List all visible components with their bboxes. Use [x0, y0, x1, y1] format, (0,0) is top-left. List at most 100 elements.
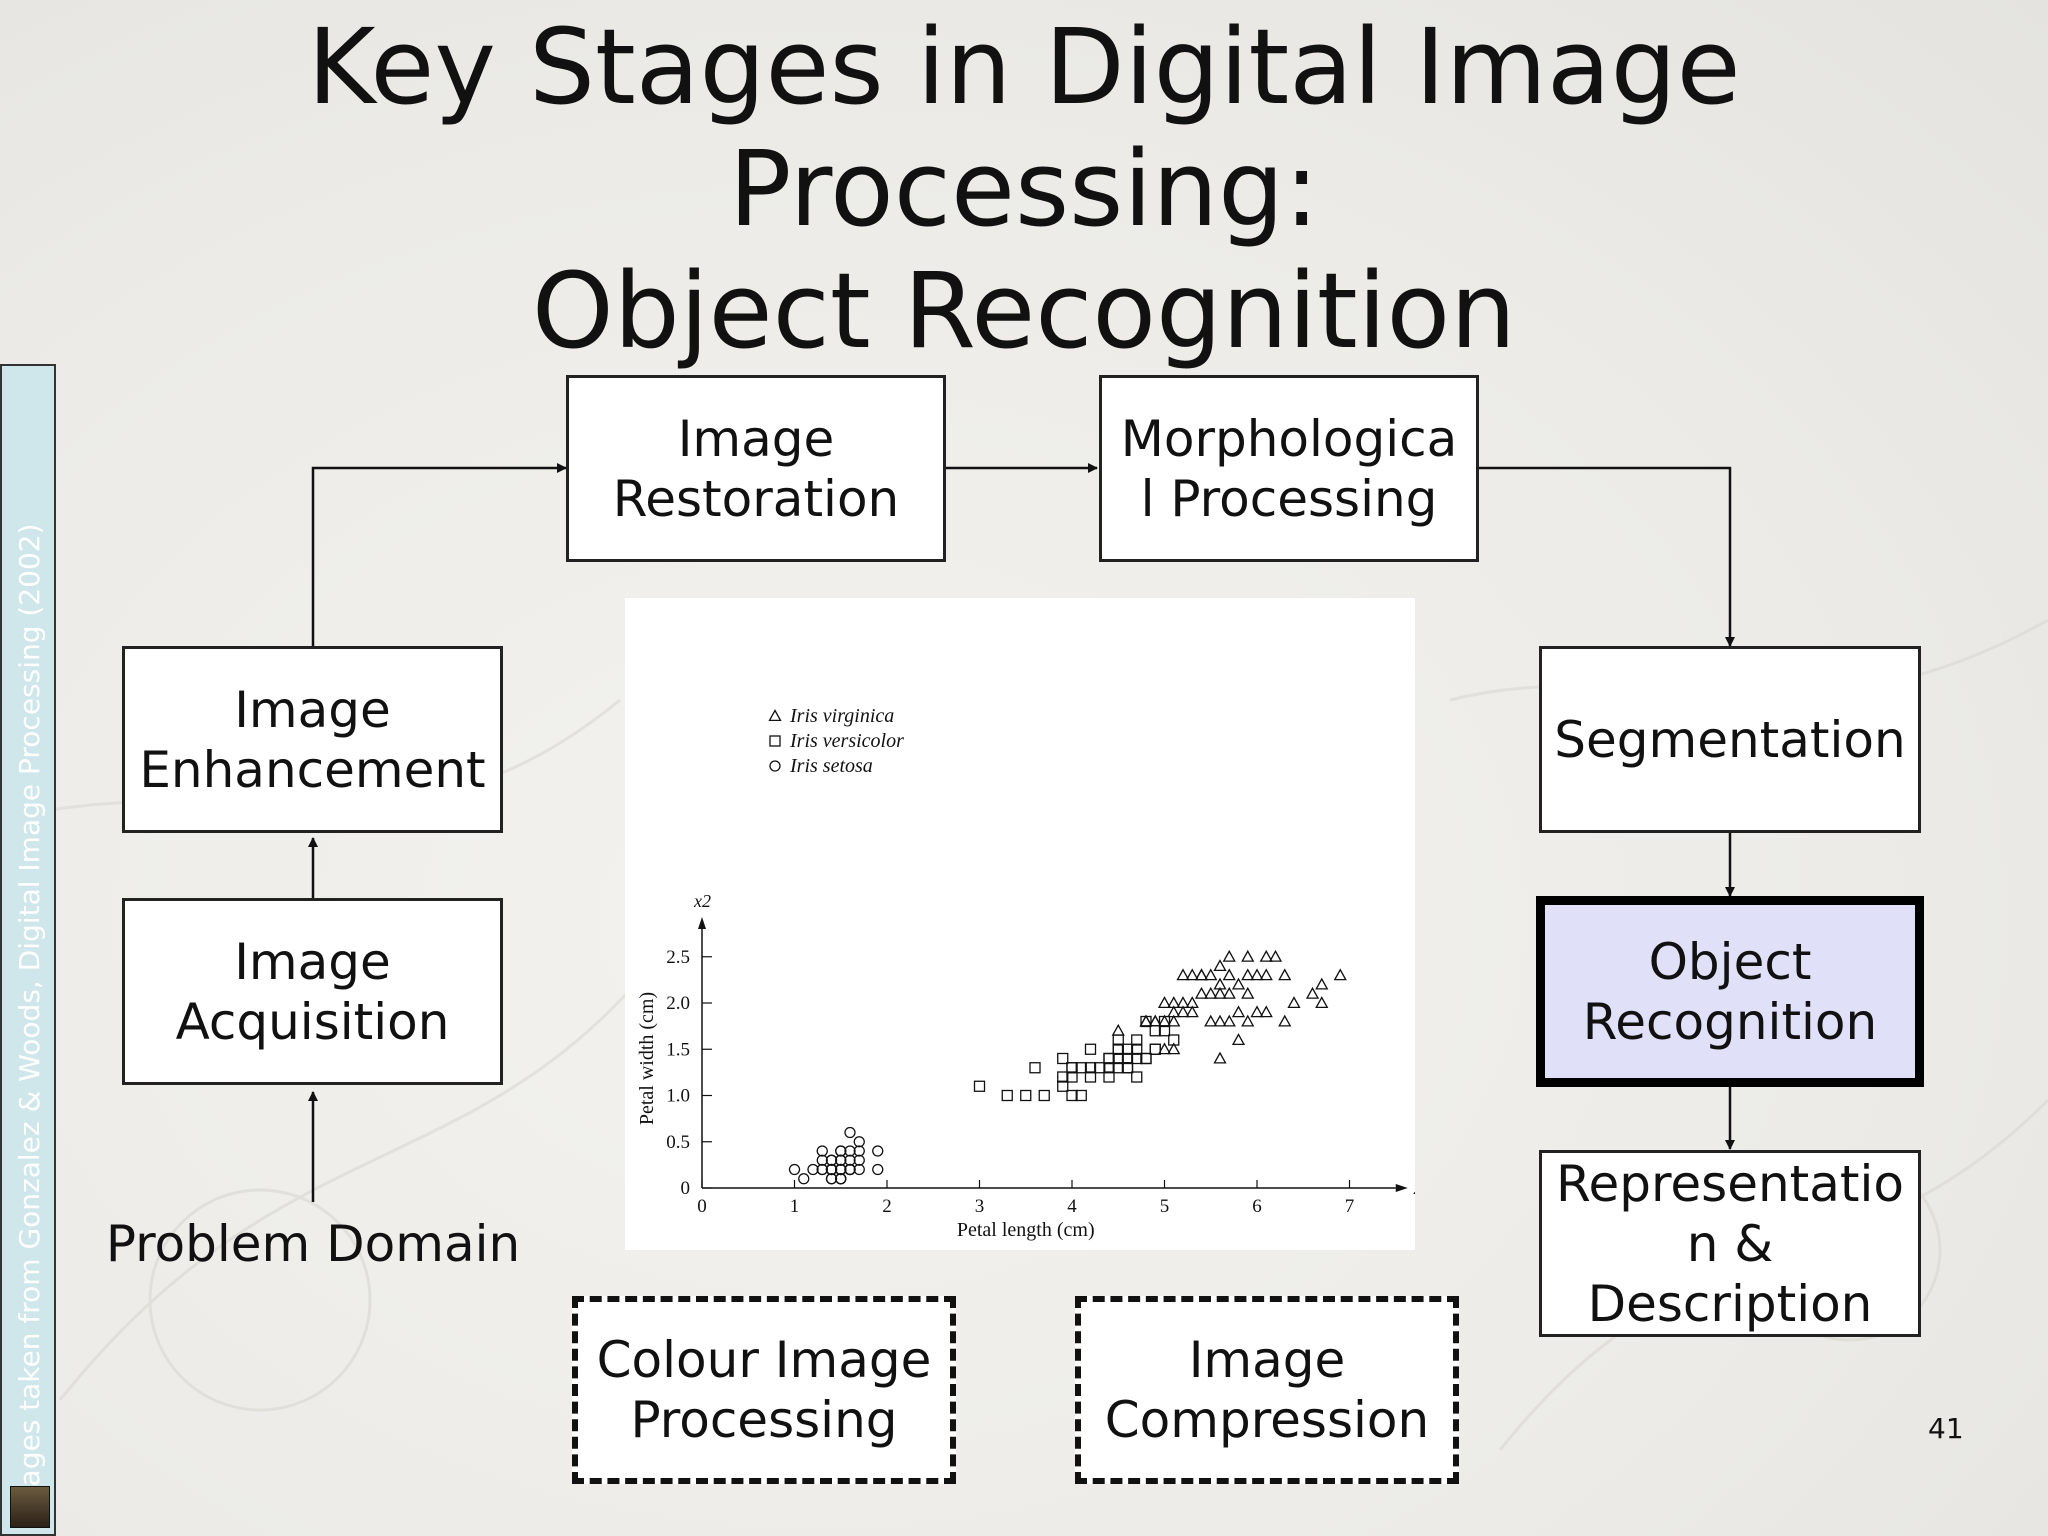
data-point-square [1168, 1034, 1180, 1046]
y-tick-label: 1.5 [666, 1039, 690, 1060]
data-point-square [1103, 1052, 1115, 1065]
data-point-square [1121, 1062, 1134, 1074]
data-point-circle [825, 1154, 838, 1166]
data-point-square [1075, 1062, 1087, 1074]
y-axis-label: Petal width (cm) [636, 992, 658, 1125]
data-point-circle [816, 1163, 828, 1176]
data-point-square [1103, 1062, 1115, 1074]
data-point-circle [825, 1163, 838, 1176]
data-point-square [1112, 1062, 1124, 1074]
data-point-square [1057, 1052, 1069, 1065]
data-point-triangle [1204, 1014, 1218, 1027]
data-point-square [1149, 1043, 1161, 1055]
data-point-circle [835, 1154, 847, 1166]
slide-thumbnail-icon [10, 1486, 50, 1528]
data-point-square [1029, 1062, 1041, 1074]
data-point-square [1066, 1071, 1078, 1083]
legend-label: Iris versicolor [789, 730, 904, 752]
legend-marker-circle [769, 760, 781, 772]
data-point-triangle [1111, 1023, 1125, 1036]
data-point-triangle [1194, 986, 1209, 999]
legend-label: Iris setosa [789, 755, 873, 777]
data-point-triangle [1333, 968, 1347, 981]
data-point-square [1066, 1062, 1078, 1074]
data-point-triangle [1167, 1042, 1181, 1055]
image-enhancement-box: Image Enhancement [122, 646, 503, 833]
data-point-circle [807, 1163, 819, 1176]
data-point-triangle [1287, 996, 1301, 1009]
data-point-circle [825, 1173, 838, 1185]
data-point-square [1131, 1043, 1143, 1055]
page-number: 41 [1928, 1412, 1964, 1445]
data-point-triangle [1176, 1005, 1190, 1018]
x-tick-label: 1 [790, 1196, 800, 1217]
y-tick-label: 2.5 [666, 947, 690, 968]
data-point-circle [853, 1136, 865, 1148]
data-point-square [1020, 1089, 1032, 1102]
data-point-circle [853, 1145, 865, 1157]
data-point-triangle [1167, 1014, 1181, 1027]
data-point-square [1103, 1071, 1115, 1083]
data-point-square [1112, 1052, 1124, 1065]
legend-label: Iris virginica [789, 705, 894, 727]
data-point-triangle [1222, 986, 1236, 999]
data-point-square [1140, 1052, 1152, 1065]
data-point-circle [844, 1154, 856, 1166]
data-point-triangle [1213, 1051, 1227, 1064]
data-point-square [1121, 1043, 1134, 1055]
data-point-square [1066, 1089, 1078, 1102]
data-point-square [1158, 1015, 1171, 1028]
y-axis-arrowhead [698, 917, 706, 929]
data-point-square [1001, 1089, 1013, 1102]
data-point-circle [872, 1163, 884, 1176]
data-point-circle [835, 1145, 847, 1157]
x-tick-label: 0 [697, 1196, 707, 1217]
x-tick-label: 3 [975, 1196, 985, 1217]
side-credit-bar: Images taken from Gonzalez & Woods, Digi… [0, 364, 56, 1536]
data-point-square [1084, 1071, 1097, 1083]
data-point-triangle [1185, 1005, 1199, 1018]
x-tick-label: 4 [1067, 1196, 1077, 1217]
data-point-square [1112, 1043, 1124, 1055]
data-point-triangle [1222, 1014, 1236, 1027]
data-point-triangle [1176, 968, 1190, 981]
data-point-triangle [1204, 968, 1218, 981]
image-acquisition-box: Image Acquisition [122, 898, 503, 1085]
segmentation-box: Segmentation [1539, 646, 1921, 833]
data-point-square [1075, 1089, 1087, 1102]
data-point-triangle [1250, 1005, 1264, 1018]
title-line-1: Key Stages in Digital Image [307, 6, 1741, 128]
arrow-morphological-to-segmentation [1479, 466, 1735, 647]
arrow-enhancement-to-restoration [311, 463, 567, 646]
y-tick-label: 2.0 [666, 993, 690, 1014]
data-point-square [1103, 1052, 1115, 1065]
image-compression-box: Image Compression [1075, 1296, 1459, 1484]
colour-image-processing-box: Colour Image Processing [572, 1296, 956, 1484]
data-point-circle [788, 1163, 801, 1176]
data-point-square [1112, 1034, 1124, 1046]
data-point-square [1066, 1062, 1078, 1074]
data-point-triangle [1241, 1014, 1255, 1027]
data-point-square [1158, 1025, 1171, 1037]
data-point-triangle [1278, 968, 1292, 981]
y-tick-label: 0.5 [666, 1132, 690, 1153]
data-point-square [1112, 1043, 1124, 1055]
data-point-triangle [1241, 949, 1255, 962]
data-point-circle [816, 1154, 828, 1166]
data-point-square [1131, 1052, 1143, 1065]
data-point-triangle [1157, 1042, 1172, 1055]
data-point-square [1038, 1089, 1050, 1102]
y-tick-label: 1.0 [666, 1086, 690, 1107]
data-point-triangle [1213, 986, 1227, 999]
data-point-triangle [1315, 996, 1329, 1009]
data-point-square [1149, 1025, 1161, 1037]
representation-description-box: Representatio n & Description [1539, 1150, 1921, 1337]
data-point-triangle [1278, 1014, 1292, 1027]
data-point-triangle [1231, 977, 1246, 990]
data-point-circle [844, 1126, 856, 1139]
legend-marker-square [769, 735, 781, 747]
data-point-circle [853, 1163, 865, 1176]
data-point-circle [835, 1173, 847, 1185]
